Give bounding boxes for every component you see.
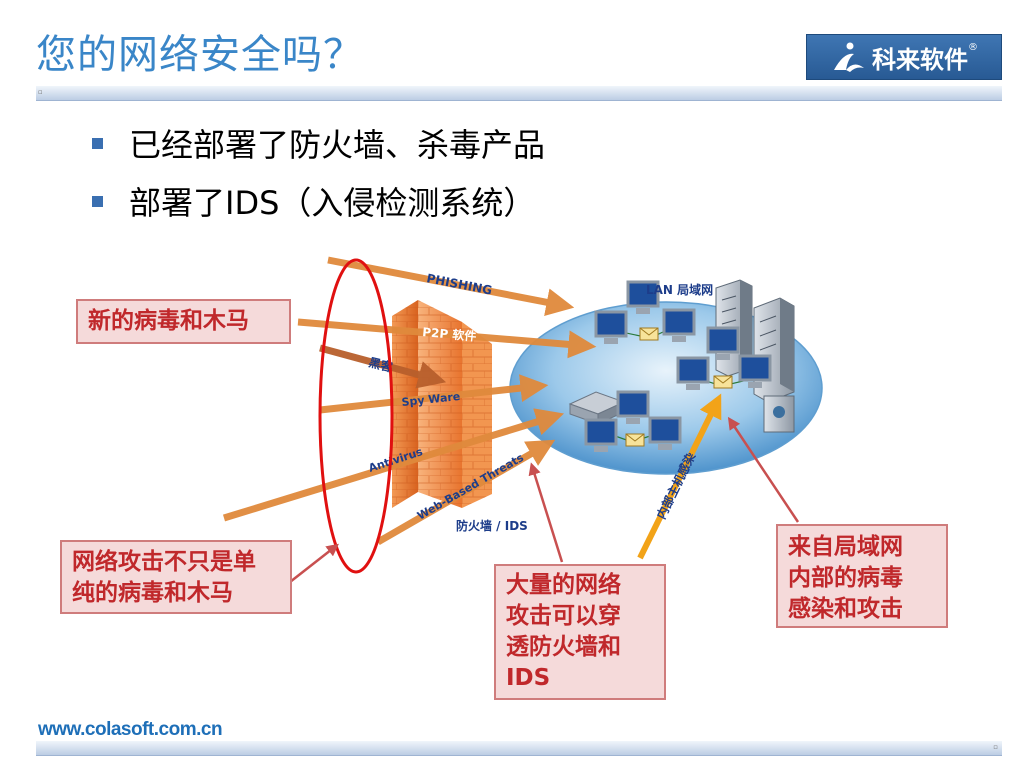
internal-infection-arrow xyxy=(637,393,722,560)
callout-pointer-arrow xyxy=(727,416,800,523)
footer-divider-bar: ▫ xyxy=(36,741,1002,756)
mail-icon xyxy=(625,433,645,447)
callout-pointer-arrow xyxy=(289,543,339,583)
mail-icon xyxy=(639,327,659,341)
registered-mark: ® xyxy=(968,41,978,53)
colasoft-logo: 科来软件 ® xyxy=(806,34,1002,80)
computer-icon xyxy=(738,354,772,388)
mail-icon xyxy=(713,375,733,389)
callout-line: IDS xyxy=(506,665,551,691)
callout-new-viruses: 新的病毒和木马 xyxy=(76,299,291,344)
callout-internal-infection: 来自局域网 内部的病毒 感染和攻击 xyxy=(776,524,948,628)
server-rack-icon xyxy=(753,297,795,403)
callout-pointer-arrow xyxy=(528,462,564,563)
computer-icon xyxy=(594,310,628,344)
bullet-text: 已经部署了防火墙、杀毒产品 xyxy=(129,126,546,164)
bullet-square-icon xyxy=(92,195,103,207)
callout-line: 网络攻击不只是单 xyxy=(72,549,256,575)
colasoft-logo-icon xyxy=(834,42,864,72)
server-box-icon xyxy=(763,395,795,433)
callout-network-attacks: 网络攻击不只是单 纯的病毒和木马 xyxy=(60,540,292,614)
bullet-square-icon xyxy=(92,137,103,149)
threat-arrow xyxy=(319,344,447,389)
bar-marker-icon: ▫ xyxy=(993,743,998,751)
attack-highlight-ellipse xyxy=(318,258,394,574)
firewall-label: 防火墙 / IDS xyxy=(456,518,528,533)
threat-label: P2P 软件 xyxy=(422,324,477,344)
computer-icon xyxy=(584,418,618,452)
threat-arrow xyxy=(319,374,549,414)
page-title: 您的网络安全吗？ xyxy=(36,32,364,78)
bullet-item: 部署了IDS（入侵检测系统） xyxy=(92,178,535,224)
bar-marker-icon: ▫ xyxy=(38,88,43,96)
threat-arrow xyxy=(376,439,556,546)
threat-arrow xyxy=(297,318,597,359)
callout-line: 大量的网络 xyxy=(506,572,621,598)
footer-url: www.colasoft.com.cn xyxy=(38,719,223,740)
header-divider-bar: ▫ xyxy=(36,86,1002,101)
callout-line: 新的病毒和木马 xyxy=(88,308,249,334)
computer-icon xyxy=(648,416,682,450)
bullet-item: 已经部署了防火墙、杀毒产品 xyxy=(92,120,545,166)
threat-label: PHISHING xyxy=(425,271,493,297)
logo-text: 科来软件 xyxy=(872,45,968,74)
callout-line: 攻击可以穿 xyxy=(506,603,621,629)
computer-icon xyxy=(676,356,710,390)
computer-icon xyxy=(616,390,650,424)
callout-line: 内部的病毒 xyxy=(788,565,903,591)
callout-line: 纯的病毒和木马 xyxy=(72,580,233,606)
lan-label: LAN 局域网 xyxy=(646,282,713,297)
callout-penetrate-firewall: 大量的网络 攻击可以穿 透防火墙和 IDS xyxy=(494,564,666,700)
threat-label: Spy Ware xyxy=(401,390,461,409)
callout-line: 来自局域网 xyxy=(788,534,903,560)
computer-icon xyxy=(662,308,696,342)
computer-icon xyxy=(706,326,740,360)
callout-line: 感染和攻击 xyxy=(788,596,903,622)
bullet-text: 部署了IDS（入侵检测系统） xyxy=(129,184,536,222)
computer-icon xyxy=(626,280,660,314)
callout-line: 透防火墙和 xyxy=(506,634,621,660)
